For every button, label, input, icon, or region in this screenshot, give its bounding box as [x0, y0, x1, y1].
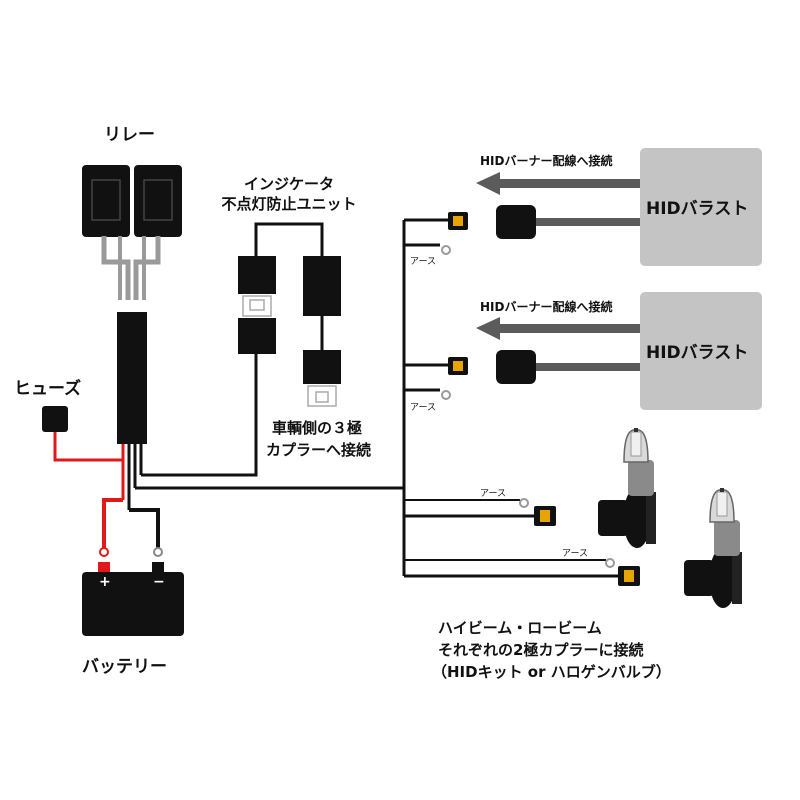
vehicle-label-line2: カプラーへ接続	[266, 441, 372, 459]
hid-connector-2	[448, 350, 640, 384]
bottom-note-line1: ハイビーム・ロービーム	[438, 619, 602, 637]
halogen-bulb-1	[598, 428, 656, 548]
ground-label-3: アース	[480, 489, 507, 499]
halogen-connector-1	[534, 506, 556, 526]
indicator-unit	[238, 222, 341, 407]
battery	[82, 562, 184, 636]
relay-block-left	[82, 165, 130, 237]
harness-trunk	[117, 312, 147, 444]
trunk-wires	[121, 444, 143, 510]
ground-ring-3	[519, 498, 529, 508]
bottom-note-line2: それぞれの2極カプラーに接続	[438, 641, 644, 659]
hid-ballast-label-1: HIDバラスト	[646, 199, 749, 219]
vehicle-label-line1: 車輌側の３極	[272, 419, 363, 437]
battery-body	[82, 572, 184, 636]
battery-label: バッテリー	[82, 657, 167, 677]
relay-block-right	[134, 165, 182, 237]
indicator-block-1	[238, 256, 276, 294]
hid-ballast-1: HIDバラスト	[640, 148, 762, 266]
positive-wire	[102, 498, 123, 548]
hid-branches	[404, 218, 620, 578]
indicator-block-3	[238, 318, 276, 354]
battery-plus-label: +	[99, 574, 111, 590]
ground-label-1: アース	[410, 257, 437, 267]
hid-ballast-label-2: HIDバラスト	[646, 343, 749, 363]
fuse-holder	[42, 406, 68, 432]
indicator-block-4	[303, 350, 341, 384]
battery-positive-post	[98, 562, 110, 572]
hid-burner-label-2: HIDバーナー配線へ接続	[480, 300, 613, 314]
halogen-bulb-2	[684, 488, 742, 608]
fuse-label: ヒューズ	[14, 379, 82, 399]
bottom-note-line3: （HIDキット or ハロゲンバルブ）	[432, 663, 671, 681]
battery-minus-label: −	[153, 574, 165, 590]
ground-ring-2	[441, 390, 451, 400]
hid-burner-label-1: HIDバーナー配線へ接続	[480, 154, 613, 168]
battery-negative-post	[152, 562, 164, 572]
ground-ring-4	[605, 558, 615, 568]
relay	[82, 165, 182, 300]
ground-label-2: アース	[410, 403, 437, 413]
hid-connector-1	[448, 205, 640, 239]
negative-terminal-ring	[153, 547, 163, 557]
fuse	[42, 406, 123, 462]
relay-label: リレー	[104, 125, 155, 145]
negative-wire	[129, 508, 160, 548]
hid-ballast-2: HIDバラスト	[640, 292, 762, 410]
indicator-label-line2: 不点灯防止ユニット	[221, 195, 357, 213]
hid-arrow-1	[476, 172, 640, 195]
ground-label-4: アース	[562, 549, 589, 559]
halogen-connector-2	[618, 566, 640, 586]
indicator-wire	[141, 375, 258, 477]
hid-plug-1	[496, 205, 536, 239]
ground-ring-1	[441, 245, 451, 255]
positive-terminal-ring	[99, 547, 109, 557]
indicator-label-line1: インジケータ	[243, 175, 334, 193]
indicator-block-2	[303, 256, 341, 316]
hid-arrow-2	[476, 317, 640, 340]
hid-plug-2	[496, 350, 536, 384]
